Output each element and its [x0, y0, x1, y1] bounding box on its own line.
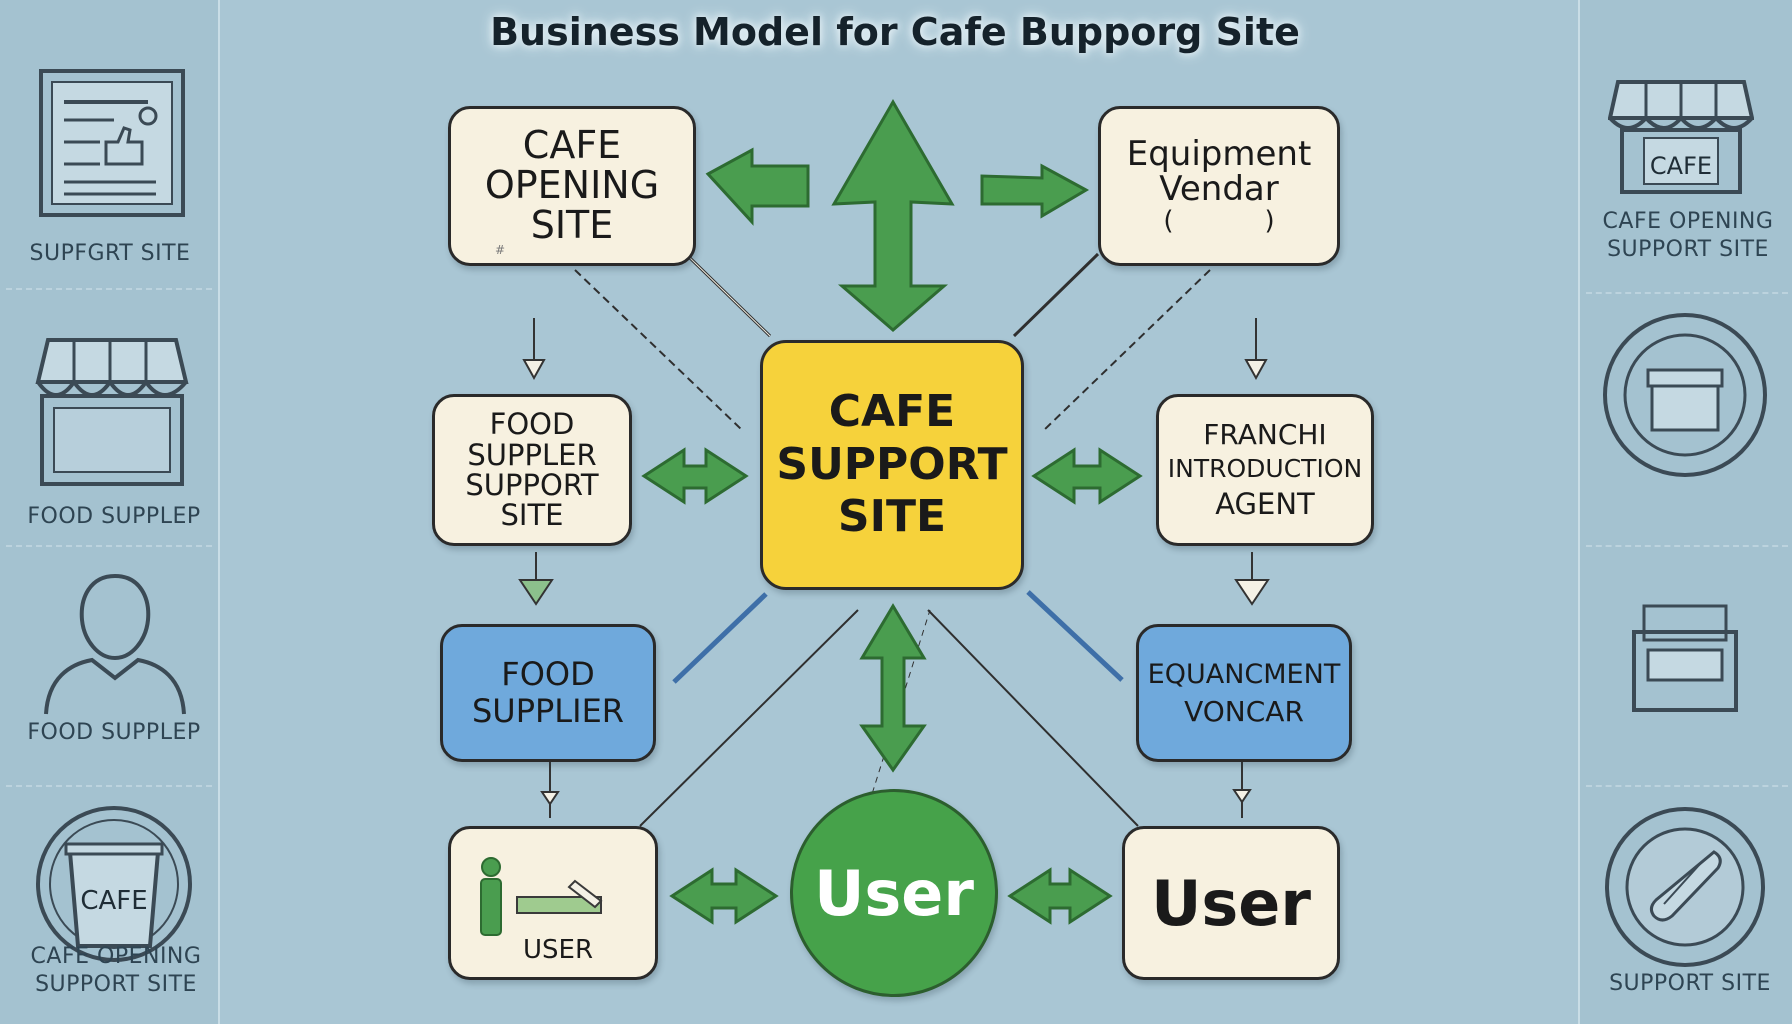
node-cafe-opening-site: CAFE OPENING SITE #	[448, 106, 696, 266]
side-label-support-site: SUPFGRT SITE	[29, 241, 191, 266]
side-label-cafe-opening: CAFE OPENING SUPPORT SITE	[16, 943, 216, 999]
side-label-support-site-right: SUPPORT SITE	[1609, 971, 1771, 996]
panel-divider	[6, 545, 212, 547]
bench-icon	[1632, 604, 1738, 712]
diagram-title: Business Model for Cafe Bupporg Site	[490, 10, 1300, 54]
node-text-line: INTRODUCTION	[1167, 453, 1363, 483]
connector-line	[639, 609, 859, 827]
side-label-line: CAFE OPENING	[30, 944, 202, 969]
panel-divider	[1586, 785, 1788, 787]
arrow-to-equipment-vendor	[980, 163, 1090, 219]
user-figure-icon	[480, 857, 603, 936]
side-label-food-supplier-2: FOOD SUPPLEP	[27, 720, 201, 745]
small-down-arrow	[518, 552, 554, 606]
node-note: #	[495, 243, 506, 257]
node-equancment-voncar: EQUANCMENT VONCAR	[1136, 624, 1352, 762]
small-down-arrow	[522, 318, 546, 381]
node-text-line: FOOD	[501, 655, 595, 694]
connector-blue	[1026, 590, 1124, 682]
node-franchise-introduction-agent: FRANCHI INTRODUCTION AGENT	[1156, 394, 1374, 546]
side-label-cafe-opening-right: CAFE OPENING SUPPORT SITE	[1588, 208, 1788, 264]
node-text-line: SITE	[500, 498, 564, 533]
connector-blue	[672, 592, 768, 684]
node-text-line: Vendar	[1159, 169, 1279, 210]
node-text-line: EQUANCMENT	[1147, 658, 1341, 690]
small-down-arrow	[1232, 762, 1252, 818]
double-arrow-vertical-top	[831, 99, 955, 332]
double-arrow-franchise	[1031, 447, 1143, 505]
node-text-line: SUPPLIER	[471, 692, 625, 730]
node-text-line: FRANCHI	[1203, 417, 1327, 451]
user-box-label: USER	[523, 935, 594, 965]
arrow-to-cafe-opening	[705, 147, 810, 226]
node-text-line: SITE	[837, 491, 947, 543]
node-user-circle: User	[790, 789, 998, 997]
user-right-label: User	[1151, 866, 1311, 940]
panel-divider	[6, 785, 212, 787]
node-text-line: ( )	[1163, 206, 1275, 237]
side-label-food-supplier: FOOD SUPPLEP	[27, 504, 201, 529]
node-text-line: Equipment	[1126, 133, 1312, 174]
node-text-line: OPENING	[484, 163, 660, 208]
node-equipment-vendor: Equipment Vendar ( )	[1098, 106, 1340, 266]
connector-line	[689, 257, 771, 337]
storefront-icon	[35, 338, 189, 486]
left-side-panel: SUPFGRT SITE FOOD SUPPLEP FOOD SUPPLEP C…	[0, 0, 220, 1024]
connector-line	[927, 609, 1139, 827]
double-arrow-user-left	[669, 867, 779, 925]
node-text-line: AGENT	[1215, 486, 1315, 521]
connector-line	[1012, 252, 1100, 338]
node-text-line: VONCAR	[1184, 694, 1304, 728]
user-circle-label: User	[814, 856, 974, 930]
node-user-box: USER	[448, 826, 658, 980]
cafe-cup-label: CAFE	[80, 886, 147, 916]
document-icon	[39, 69, 185, 217]
box-in-circle-icon	[1603, 313, 1767, 477]
double-arrow-user-right	[1007, 867, 1113, 925]
person-icon	[44, 573, 186, 715]
panel-divider	[6, 288, 212, 290]
node-text-line: FOOD	[489, 407, 575, 442]
small-down-arrow	[540, 762, 560, 818]
node-text-line: SUPPORT	[776, 438, 1008, 490]
side-label-line: SUPPORT SITE	[35, 972, 197, 997]
double-arrow-food-support	[641, 447, 749, 505]
small-down-arrow	[1234, 552, 1270, 606]
cafe-store-label: CAFE	[1650, 152, 1712, 180]
small-down-arrow	[1244, 318, 1268, 381]
panel-divider	[1586, 545, 1788, 547]
spatula-icon	[1605, 807, 1765, 967]
node-text-line: CAFE	[828, 385, 956, 437]
node-text-line: SITE	[530, 202, 614, 247]
double-arrow-vertical-bottom	[859, 603, 927, 773]
node-cafe-support-site: CAFE SUPPORT SITE	[760, 340, 1024, 590]
node-food-supplier-support-site: FOOD SUPPLER SUPPORT SITE	[432, 394, 632, 546]
node-food-supplier: FOOD SUPPLIER	[440, 624, 656, 762]
right-side-panel: CAFE CAFE OPENING SUPPORT SITE SUPPORT S…	[1578, 0, 1792, 1024]
node-user-right: User	[1122, 826, 1340, 980]
cafe-store-icon: CAFE	[1608, 80, 1754, 194]
panel-divider	[1586, 292, 1788, 294]
side-label-line: SUPPORT SITE	[1607, 237, 1769, 262]
node-text-line: SUPPLER	[467, 437, 597, 472]
node-text-line: SUPPORT	[465, 468, 599, 502]
side-label-line: CAFE OPENING	[1602, 209, 1774, 234]
node-text-line: CAFE	[522, 123, 622, 168]
cafe-cup-icon: CAFE	[36, 806, 192, 962]
